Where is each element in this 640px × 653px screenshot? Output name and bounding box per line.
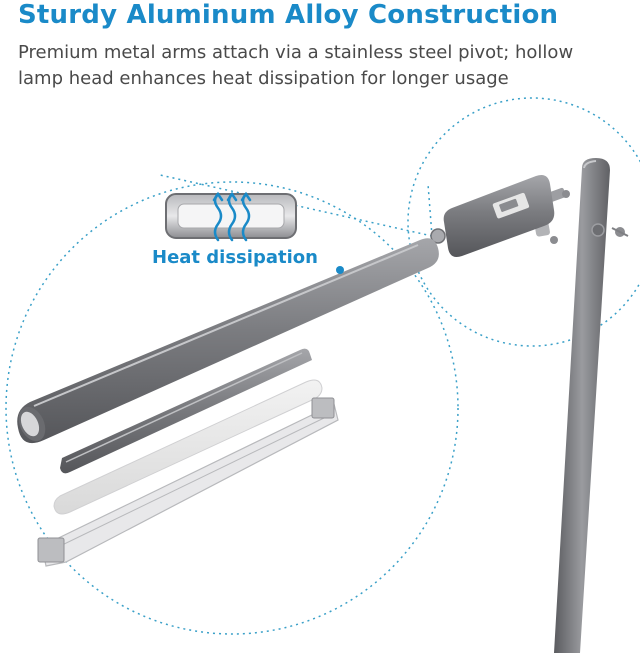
page-title: Sturdy Aluminum Alloy Construction xyxy=(18,0,559,30)
page-subtitle: Premium metal arms attach via a stainles… xyxy=(18,42,574,89)
lamp-pole xyxy=(554,158,610,653)
joint-housing xyxy=(430,175,555,257)
callout-dot xyxy=(336,266,344,274)
heat-dissipation-inset xyxy=(165,193,297,239)
heat-dissipation-label: Heat dissipation xyxy=(152,247,318,268)
magnifier-circle-large xyxy=(5,181,459,635)
lamp-head-cover xyxy=(60,348,312,474)
connector-line xyxy=(427,183,433,237)
led-frame xyxy=(37,397,339,567)
heat-wave-icon xyxy=(212,191,252,242)
lamp-arm xyxy=(17,238,439,444)
